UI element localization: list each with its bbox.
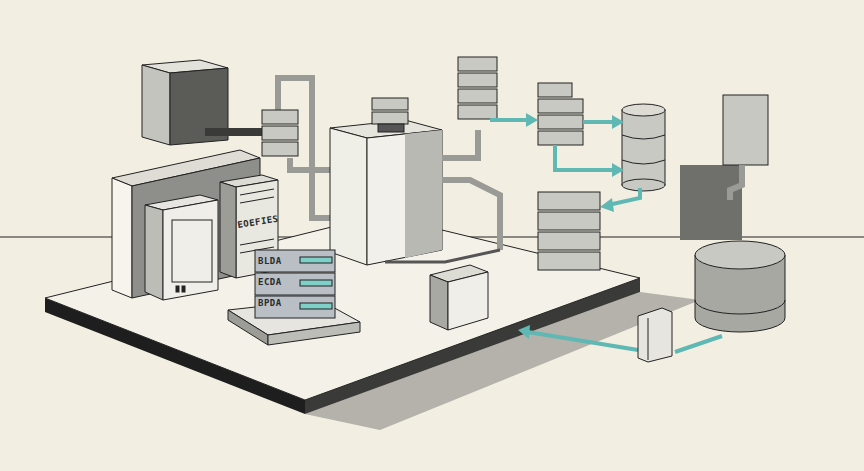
storage-cylinder bbox=[695, 241, 785, 332]
server-stack bbox=[262, 110, 298, 156]
small-server bbox=[372, 98, 408, 132]
cabinet bbox=[176, 286, 179, 292]
central-box bbox=[330, 128, 367, 265]
server-stack bbox=[538, 131, 583, 145]
unit bbox=[448, 272, 488, 330]
tower-server: EOEFIES bbox=[237, 215, 280, 235]
server-stack bbox=[262, 110, 298, 124]
server-stack bbox=[458, 57, 497, 71]
arrowheads bbox=[518, 325, 530, 339]
device-label: EOEFIES bbox=[237, 215, 279, 230]
small-device bbox=[638, 308, 672, 362]
device-label: BPDA bbox=[258, 293, 302, 314]
server-stack bbox=[458, 57, 497, 119]
device-label: ECDA bbox=[258, 272, 302, 293]
small-device bbox=[638, 308, 672, 362]
device-label: BLDA bbox=[258, 251, 302, 272]
cabinet bbox=[145, 195, 218, 300]
unit bbox=[430, 265, 488, 330]
wire bbox=[385, 250, 500, 262]
central-box bbox=[405, 130, 442, 258]
central-box bbox=[367, 130, 442, 265]
unit bbox=[430, 275, 448, 330]
stack-base bbox=[268, 322, 360, 345]
cabinet bbox=[163, 200, 218, 300]
server-stack bbox=[262, 142, 298, 156]
server-stack bbox=[538, 83, 583, 145]
small-server bbox=[378, 124, 404, 132]
arrowheads bbox=[600, 198, 614, 212]
storage-cylinder bbox=[695, 241, 785, 269]
pipe bbox=[442, 130, 478, 158]
server-stack bbox=[538, 252, 600, 270]
pipe bbox=[290, 158, 330, 170]
server-stack bbox=[262, 126, 298, 140]
arrowheads bbox=[612, 163, 624, 177]
teal-arrows bbox=[490, 118, 528, 122]
teal-arrows bbox=[555, 145, 614, 170]
server-stack bbox=[458, 73, 497, 87]
server-stack bbox=[538, 192, 600, 270]
tower-server bbox=[240, 239, 274, 245]
teal-arrows bbox=[608, 188, 640, 205]
arrowheads bbox=[526, 113, 538, 127]
server-stack bbox=[538, 192, 600, 210]
server-stack bbox=[538, 99, 583, 113]
server-stack bbox=[458, 105, 497, 119]
back-wall bbox=[112, 178, 132, 298]
database-cylinder bbox=[622, 179, 665, 191]
arrowheads bbox=[518, 113, 624, 339]
teal-arrows bbox=[675, 336, 722, 352]
server-stack bbox=[255, 250, 335, 272]
cabinet bbox=[145, 205, 163, 300]
central-box bbox=[330, 120, 442, 265]
database-cylinder bbox=[622, 104, 665, 116]
server-stack: BLDAECDABPDA bbox=[258, 251, 302, 317]
server-stack bbox=[458, 89, 497, 103]
arrowheads bbox=[612, 115, 624, 129]
tower-server bbox=[240, 189, 274, 195]
teal-arrows bbox=[528, 332, 638, 350]
small-device bbox=[648, 318, 649, 360]
server-stack bbox=[538, 212, 600, 230]
cabinet bbox=[172, 220, 212, 282]
small-server bbox=[372, 112, 408, 124]
server-stack bbox=[255, 273, 335, 295]
tower-server bbox=[240, 197, 274, 203]
server-stack bbox=[300, 280, 332, 286]
teal-arrows bbox=[583, 120, 614, 124]
tower-server bbox=[220, 182, 236, 278]
pipe bbox=[205, 128, 262, 136]
server-stack bbox=[300, 303, 332, 309]
database-cylinder bbox=[622, 135, 665, 164]
teal-arrows bbox=[490, 120, 722, 352]
right-panel bbox=[730, 165, 742, 200]
cube bbox=[142, 65, 170, 145]
server-stack bbox=[300, 257, 332, 263]
right-panel bbox=[680, 95, 768, 240]
database-cylinder bbox=[622, 104, 665, 191]
server-stack bbox=[538, 232, 600, 250]
database-cylinder bbox=[622, 110, 665, 185]
server-stack bbox=[538, 83, 572, 97]
right-panel bbox=[680, 165, 742, 240]
small-server bbox=[372, 98, 408, 110]
server-stack bbox=[538, 115, 583, 129]
storage-cylinder bbox=[695, 300, 785, 314]
pipe bbox=[442, 180, 500, 250]
right-panel bbox=[723, 95, 768, 165]
server-stack bbox=[255, 250, 335, 318]
cabinet bbox=[182, 286, 185, 292]
